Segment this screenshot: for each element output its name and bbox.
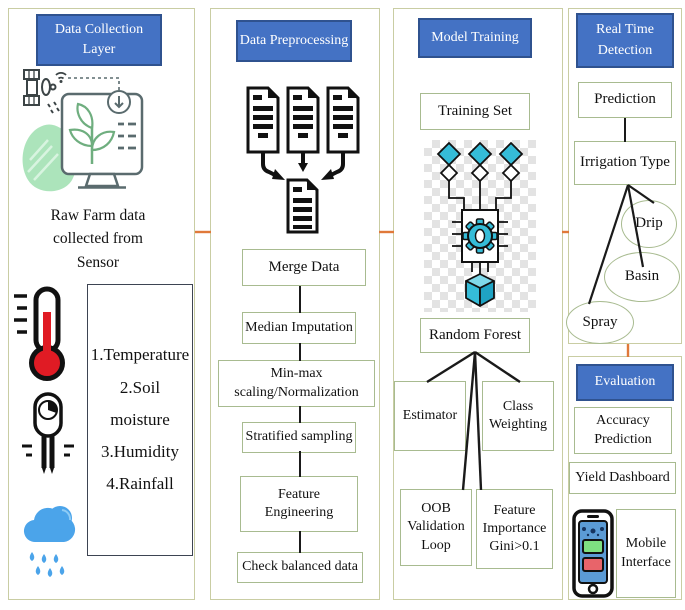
basin-ellipse: Basin xyxy=(604,252,680,302)
header-evaluation: Evaluation xyxy=(576,364,674,401)
step-minmax-scaling: Min-max scaling/Normalization xyxy=(218,360,375,407)
training-set-box: Training Set xyxy=(420,93,530,130)
yield-dashboard-box: Yield Dashboard xyxy=(569,462,676,494)
feature-importance-box: Feature Importance Gini>0.1 xyxy=(476,489,553,569)
drip-ellipse: Drip xyxy=(621,200,677,248)
header-real-time-detection: Real Time Detection xyxy=(576,13,674,68)
oob-validation-loop-box: OOB Validation Loop xyxy=(400,489,472,566)
header-data-preprocessing: Data Preprocessing xyxy=(236,20,352,62)
documents-merge-icon xyxy=(246,86,360,234)
collection-caption: Raw Farm data collected from Sensor xyxy=(50,207,146,271)
prediction-box: Prediction xyxy=(578,82,672,118)
satellite-monitor-plant-illustration xyxy=(22,69,144,192)
soil-moisture-sensor-icon xyxy=(22,392,74,474)
step-merge-data: Merge Data xyxy=(242,249,366,286)
accuracy-prediction-box: Accuracy Prediction xyxy=(574,407,672,454)
smartphone-icon xyxy=(572,509,614,598)
spray-ellipse: Spray xyxy=(566,301,634,344)
step-check-balanced-data: Check balanced data xyxy=(237,552,363,583)
irrigation-type-box: Irrigation Type xyxy=(574,141,676,185)
estimator-box: Estimator xyxy=(394,381,466,451)
sensor-list-box: 1.Temperature 2.Soil moisture 3.Humidity… xyxy=(87,284,193,556)
header-model-training: Model Training xyxy=(418,18,532,58)
step-feature-engineering: Feature Engineering xyxy=(240,476,358,532)
random-forest-box: Random Forest xyxy=(420,318,530,353)
step-median-imputation: Median Imputation xyxy=(242,312,356,344)
rain-cloud-icon xyxy=(23,506,76,577)
ml-pipeline-chip-icon xyxy=(424,140,536,312)
mobile-interface-box: Mobile Interface xyxy=(616,509,676,598)
thermometer-icon xyxy=(14,286,65,381)
header-data-collection: Data Collection Layer xyxy=(36,14,162,66)
class-weighting-box: Class Weighting xyxy=(482,381,554,451)
step-stratified-sampling: Stratified sampling xyxy=(242,422,356,453)
